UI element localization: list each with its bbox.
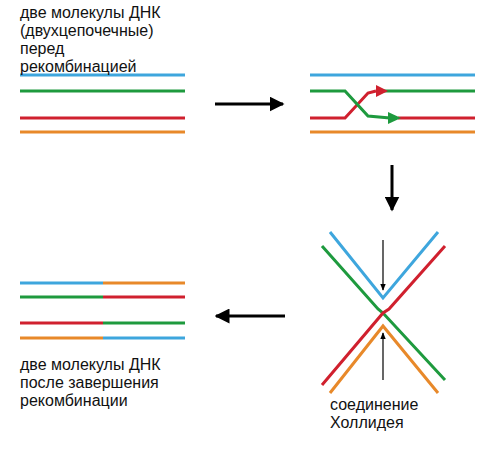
step-arrow (216, 315, 285, 318)
holliday-junction (322, 232, 445, 393)
text-label: две молекулы ДНК (двухцепочечные) перед … (20, 4, 185, 76)
pointer-arrow (382, 240, 383, 290)
dna-before (20, 75, 185, 132)
strand-invasion (310, 75, 475, 132)
pointer-arrow (382, 333, 383, 380)
step-arrow (215, 103, 283, 106)
text-label: соединение Холлидея (330, 396, 430, 432)
dna-after (20, 283, 185, 338)
step-arrow (391, 165, 394, 210)
text-label: две молекулы ДНК после завершения рекомб… (20, 356, 185, 410)
